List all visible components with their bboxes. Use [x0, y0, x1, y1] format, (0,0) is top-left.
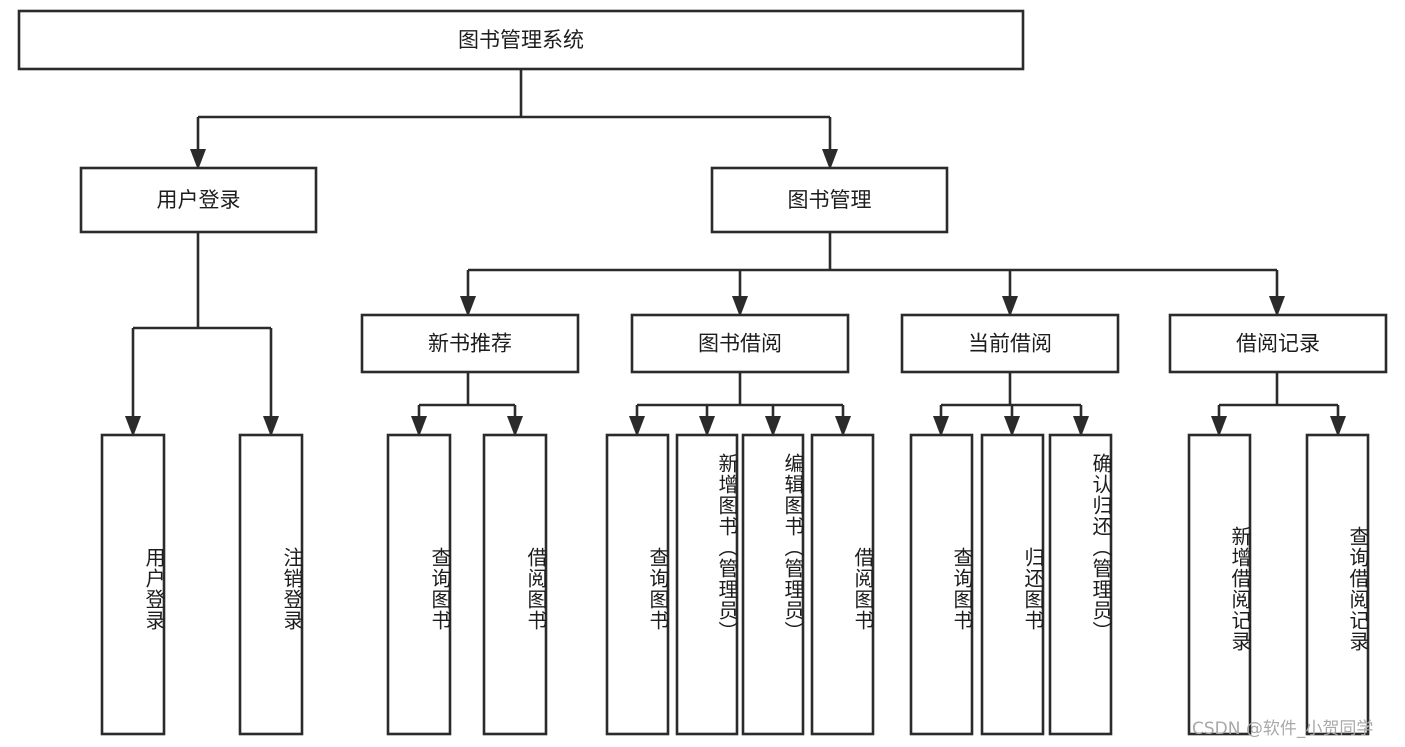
arrow-leaf-query-record: [1330, 416, 1346, 437]
node-box-leaf-edit-book[interactable]: [741, 433, 805, 736]
arrow-layer: [125, 149, 1346, 437]
node-label-root: 图书管理系统: [458, 28, 584, 52]
node-box-leaf-borrow-book-2[interactable]: [810, 433, 875, 736]
arrow-borrow-record: [1269, 296, 1285, 317]
arrow-user-login: [190, 149, 206, 170]
arrow-leaf-add-book: [699, 416, 715, 437]
node-box-leaf-user-login[interactable]: [100, 433, 166, 736]
arrow-leaf-query-book-1: [411, 416, 427, 437]
arrow-leaf-user-logout: [263, 416, 279, 437]
node-box-leaf-add-book[interactable]: [675, 433, 739, 736]
node-box-user-login[interactable]: [79, 166, 318, 234]
node-label-new-book-rec: 新书推荐: [428, 332, 512, 356]
node-box-leaf-confirm-return[interactable]: [1048, 433, 1113, 736]
arrow-book-borrow: [732, 296, 748, 317]
node-box-leaf-borrow-book-1[interactable]: [482, 433, 548, 736]
arrow-leaf-edit-book: [765, 416, 781, 437]
node-box-leaf-query-book-2[interactable]: [605, 433, 670, 736]
arrow-current-borrow: [1002, 296, 1018, 317]
node-box-book-manage[interactable]: [710, 166, 949, 234]
arrow-book-manage: [822, 149, 838, 170]
node-label-book-borrow: 图书借阅: [698, 332, 782, 356]
node-box-root[interactable]: [17, 9, 1025, 71]
node-label-current-borrow: 当前借阅: [968, 332, 1052, 356]
arrow-leaf-query-book-3: [933, 416, 949, 437]
node-box-borrow-record[interactable]: [1168, 313, 1388, 374]
node-box-book-borrow[interactable]: [630, 313, 850, 374]
arrow-leaf-borrow-book-1: [507, 416, 523, 437]
arrow-leaf-confirm-return: [1073, 416, 1089, 437]
node-box-new-book-rec[interactable]: [360, 313, 580, 374]
arrow-new-book-rec: [460, 296, 476, 317]
node-box-leaf-add-record[interactable]: [1187, 433, 1252, 736]
node-label-user-login: 用户登录: [157, 188, 241, 212]
node-label-book-manage: 图书管理: [788, 188, 872, 212]
arrow-leaf-return-book: [1004, 416, 1020, 437]
node-label-borrow-record: 借阅记录: [1236, 332, 1320, 356]
node-box-leaf-user-logout[interactable]: [238, 433, 304, 736]
arrow-leaf-borrow-book-2: [835, 416, 851, 437]
node-box-leaf-return-book[interactable]: [980, 433, 1045, 736]
node-box-leaf-query-book-3[interactable]: [909, 433, 974, 736]
node-box-leaf-query-record[interactable]: [1305, 433, 1370, 736]
csdn-watermark: CSDN @软件_小贺同学: [1192, 719, 1374, 739]
arrow-leaf-query-book-2: [629, 416, 645, 437]
arrow-leaf-add-record: [1211, 416, 1227, 437]
node-box-leaf-query-book-1[interactable]: [386, 433, 452, 736]
node-box-current-borrow[interactable]: [900, 313, 1120, 374]
arrow-leaf-user-login: [125, 416, 141, 437]
